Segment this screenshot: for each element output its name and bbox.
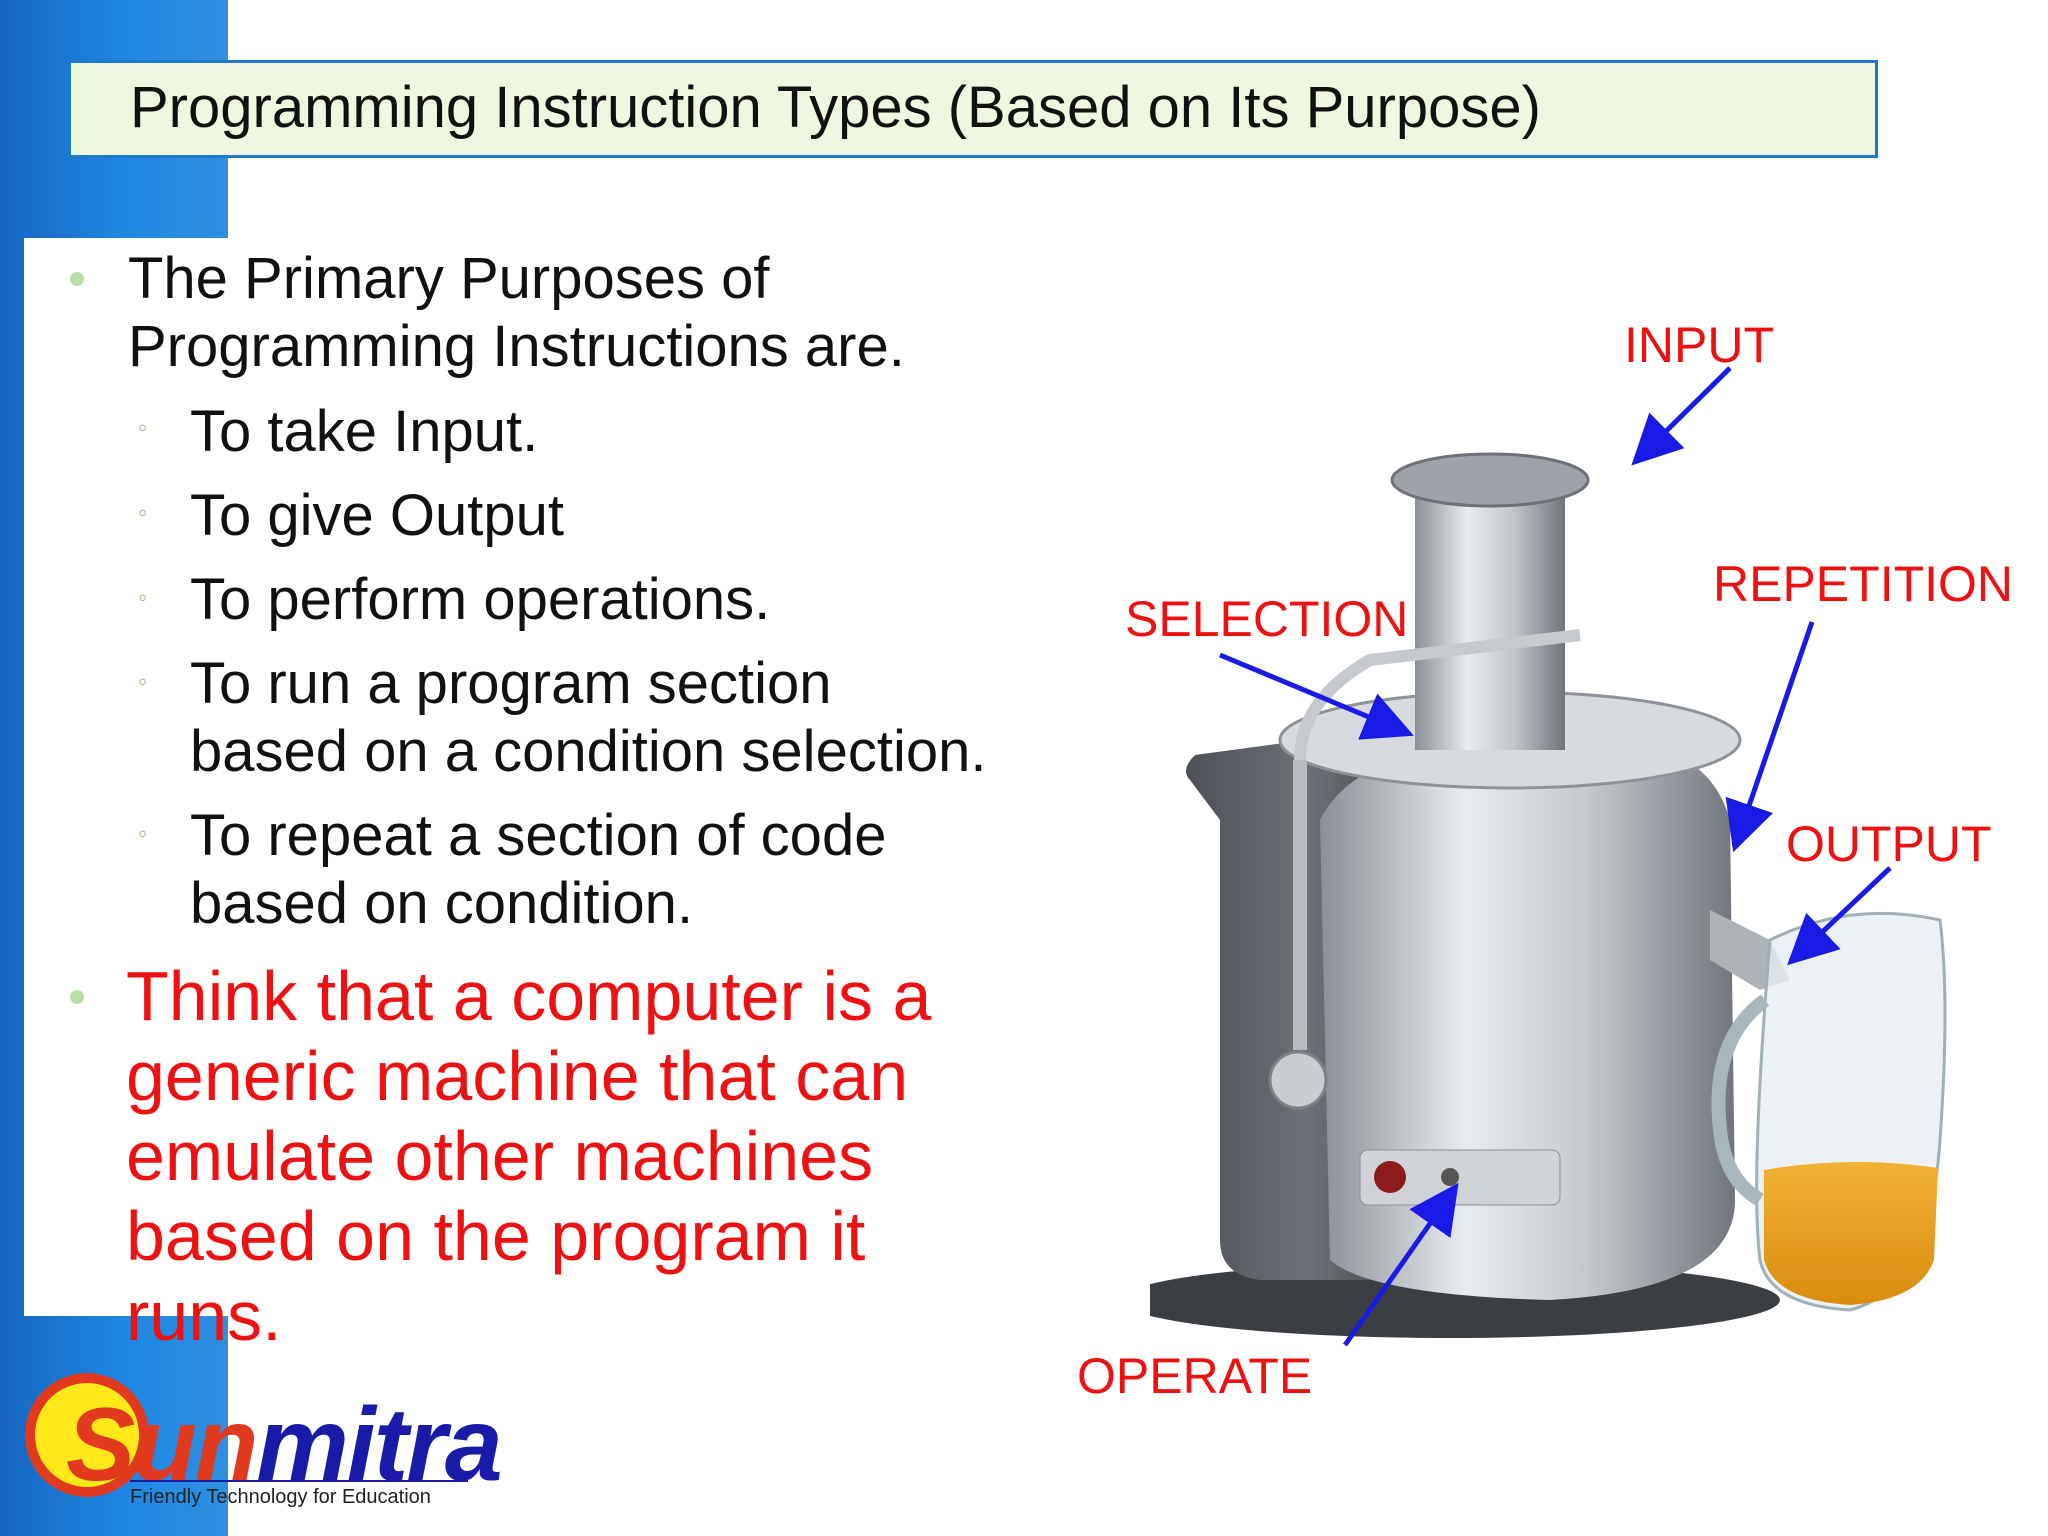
logo-wordmark: Sunmitra [66, 1386, 503, 1505]
bullet-1-line-2: Programming Instructions are. [128, 314, 905, 379]
sub-item-input: To take Input. [190, 399, 539, 464]
logo-word-part-1: Sun [66, 1387, 258, 1503]
sub-item-repeat-line-2: based on condition. [190, 871, 694, 936]
locking-arm-top [1294, 629, 1581, 761]
sub-item-selection-line-1: To run a program section [190, 651, 832, 716]
speed-dial [1441, 1168, 1459, 1186]
label-selection: SELECTION [1125, 591, 1409, 647]
label-repetition: REPETITION [1713, 556, 2014, 612]
sub-item-operations: To perform operations. [190, 567, 771, 632]
bullet-2-line-5: runs. [126, 1277, 282, 1355]
label-output: OUTPUT [1786, 816, 1992, 872]
juice-fill [1764, 1161, 1938, 1305]
logo-word-part-2: mitra [256, 1387, 502, 1503]
logo-underline [130, 1480, 468, 1482]
juicer-illustration [1150, 452, 1947, 1338]
bullet-dot [70, 990, 84, 1004]
slide-title: Programming Instruction Types (Based on … [130, 75, 1541, 140]
bullet-2-line-3: emulate other machines [126, 1117, 874, 1195]
sub-bullet-marker: ◦ [138, 666, 148, 696]
pusher-cap [1390, 452, 1590, 508]
feed-chute [1415, 480, 1565, 750]
bullet-dot [70, 272, 84, 286]
label-operate: OPERATE [1077, 1348, 1313, 1404]
arrow-output [1787, 866, 1892, 966]
arrow-repetition [1725, 621, 1815, 853]
bullet-2-line-4: based on the program it [126, 1197, 866, 1275]
sub-bullet-marker: ◦ [138, 582, 148, 612]
bullet-2-line-1: Think that a computer is a [126, 957, 932, 1035]
label-input: INPUT [1624, 317, 1774, 373]
arm-knob [1268, 1050, 1328, 1110]
arrow-input [1631, 366, 1732, 466]
content-panel [24, 238, 1124, 1316]
title-box [68, 60, 1878, 158]
sub-item-repeat-line-1: To repeat a section of code [190, 803, 887, 868]
sub-item-selection-line-2: based on a condition selection. [190, 719, 987, 784]
sun-logo-icon [25, 1373, 149, 1497]
jug-handle [1711, 994, 1770, 1207]
logo-tagline: Friendly Technology for Education [130, 1486, 431, 1508]
sub-bullet-marker: ◦ [138, 497, 148, 527]
sub-item-output: To give Output [190, 483, 564, 548]
bullet-1-line-1: The Primary Purposes of [128, 246, 770, 311]
sub-bullet-marker: ◦ [138, 412, 148, 442]
arrow-selection [1219, 652, 1414, 740]
arrow-operate [1342, 1182, 1459, 1347]
sub-bullet-marker: ◦ [138, 818, 148, 848]
power-button [1374, 1161, 1406, 1193]
bullet-2-line-2: generic machine that can [126, 1037, 909, 1115]
